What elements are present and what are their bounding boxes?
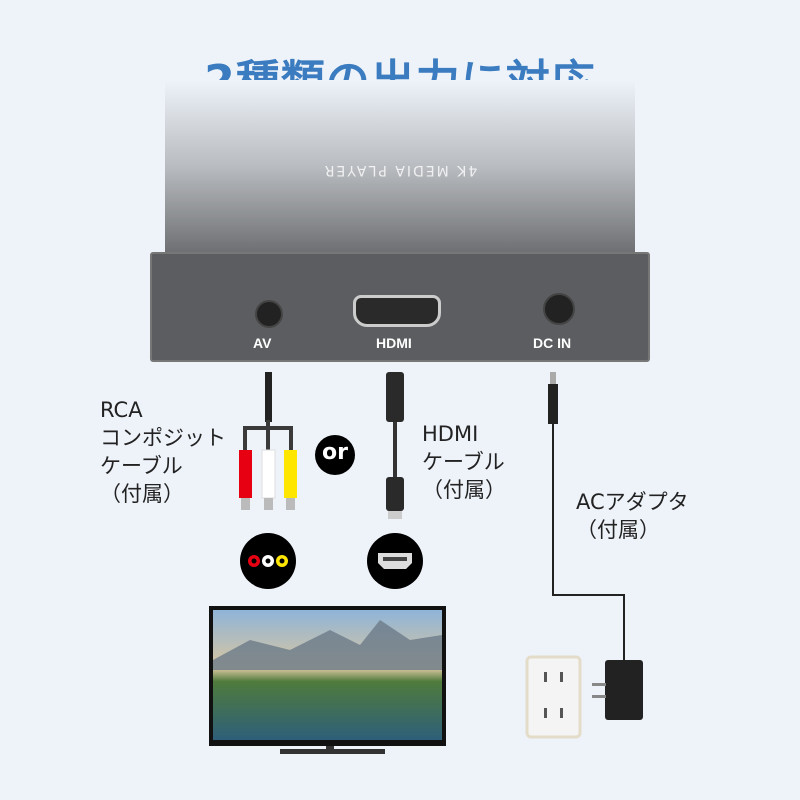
rca-jack-icon xyxy=(240,533,296,589)
rca-cable xyxy=(239,372,297,510)
hdmi-label-line: ケーブル xyxy=(422,450,505,474)
hdmi-jack-icon xyxy=(367,533,423,589)
ac-label-line: （付属） xyxy=(576,518,660,542)
or-label: or xyxy=(322,440,348,465)
ac-adapter-cable xyxy=(548,372,625,665)
av-port xyxy=(255,300,283,328)
dc-port xyxy=(543,293,575,325)
rca-label-line: RCA xyxy=(100,398,143,422)
rca-label-line: ケーブル xyxy=(100,454,183,478)
rca-label-line: コンポジット xyxy=(100,426,226,450)
rca-cable-label: RCA コンポジット ケーブル （付属） xyxy=(100,396,226,508)
ac-adapter-label: ACアダプタ （付属） xyxy=(576,488,689,544)
device-top xyxy=(165,80,635,252)
rca-label-line: （付属） xyxy=(100,482,184,506)
wall-outlet-icon xyxy=(525,655,582,739)
media-player-device: 4K MEDIA PLAYER AV HDMI DC IN xyxy=(150,80,650,365)
ac-label-line: ACアダプタ xyxy=(576,490,689,514)
ac-adapter-icon xyxy=(592,660,643,720)
hdmi-port xyxy=(353,295,441,327)
hdmi-port-label: HDMI xyxy=(376,335,412,351)
hdmi-cable-label: HDMI ケーブル （付属） xyxy=(422,420,506,504)
or-badge xyxy=(315,435,355,475)
dc-port-label: DC IN xyxy=(533,335,572,351)
hdmi-cable xyxy=(386,372,404,519)
av-port-label: AV xyxy=(253,335,272,351)
hdmi-label-line: HDMI xyxy=(422,422,479,446)
tv-icon xyxy=(209,606,446,754)
hdmi-label-line: （付属） xyxy=(422,478,506,502)
